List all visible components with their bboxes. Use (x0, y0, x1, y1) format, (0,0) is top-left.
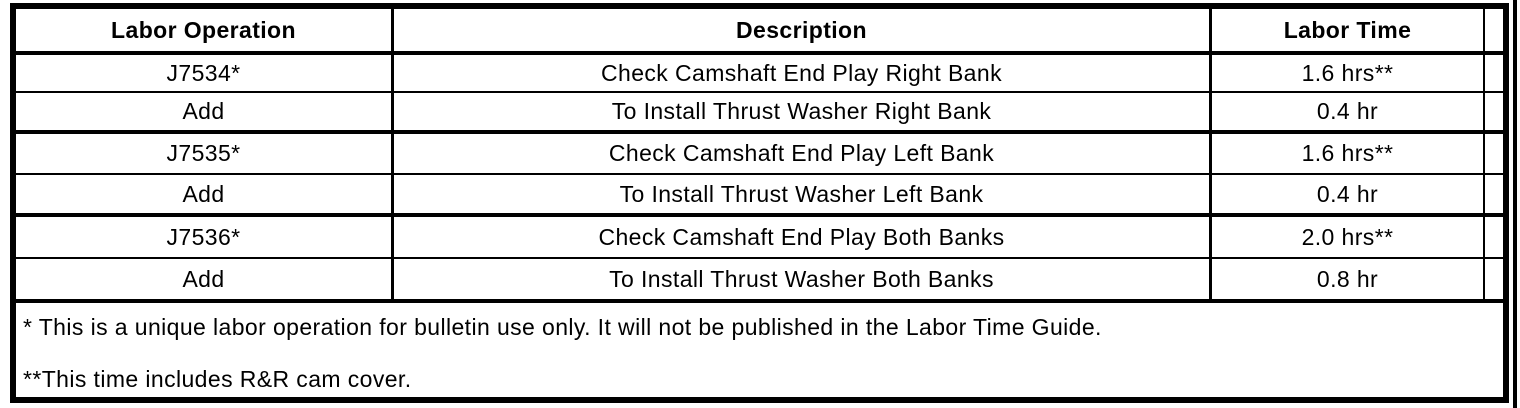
cell-labor-time: 1.6 hrs** (1212, 134, 1485, 173)
cell-spacer (1485, 175, 1503, 213)
cell-spacer (1485, 134, 1503, 173)
table-row: Add To Install Thrust Washer Right Bank … (16, 93, 1503, 134)
table-row: J7534* Check Camshaft End Play Right Ban… (16, 55, 1503, 93)
cell-description: Check Camshaft End Play Right Bank (394, 55, 1212, 91)
table-row: Add To Install Thrust Washer Left Bank 0… (16, 175, 1503, 217)
cell-description: Check Camshaft End Play Both Banks (394, 217, 1212, 257)
scan-edge-line (1513, 0, 1517, 408)
cell-labor-time: 0.4 hr (1212, 93, 1485, 130)
cell-description: To Install Thrust Washer Both Banks (394, 259, 1212, 299)
table-row: J7536* Check Camshaft End Play Both Bank… (16, 217, 1503, 259)
cell-spacer (1485, 55, 1503, 91)
table-header-row: Labor Operation Description Labor Time (16, 9, 1503, 55)
cell-labor-time: 1.6 hrs** (1212, 55, 1485, 91)
cell-labor-operation: Add (16, 175, 394, 213)
cell-labor-operation: J7535* (16, 134, 394, 173)
cell-spacer (1485, 93, 1503, 130)
cell-description: To Install Thrust Washer Left Bank (394, 175, 1212, 213)
cell-labor-operation: J7536* (16, 217, 394, 257)
labor-time-table: Labor Operation Description Labor Time J… (10, 3, 1509, 403)
cell-labor-operation: J7534* (16, 55, 394, 91)
table-row: J7535* Check Camshaft End Play Left Bank… (16, 134, 1503, 175)
column-header-description: Description (394, 9, 1212, 51)
cell-spacer (1485, 217, 1503, 257)
column-header-spacer (1485, 9, 1503, 51)
cell-labor-time: 0.4 hr (1212, 175, 1485, 213)
cell-labor-operation: Add (16, 93, 394, 130)
column-header-labor-time: Labor Time (1212, 9, 1485, 51)
footnote-unique-labor-operation: * This is a unique labor operation for b… (23, 314, 1102, 340)
cell-description: Check Camshaft End Play Left Bank (394, 134, 1212, 173)
column-header-labor-operation: Labor Operation (16, 9, 394, 51)
cell-labor-operation: Add (16, 259, 394, 299)
footnote-time-includes-rr-cam-cover: **This time includes R&R cam cover. (23, 366, 412, 392)
cell-description: To Install Thrust Washer Right Bank (394, 93, 1212, 130)
footnotes-area: * This is a unique labor operation for b… (16, 303, 1503, 397)
table-row: Add To Install Thrust Washer Both Banks … (16, 259, 1503, 303)
cell-labor-time: 0.8 hr (1212, 259, 1485, 299)
cell-labor-time: 2.0 hrs** (1212, 217, 1485, 257)
cell-spacer (1485, 259, 1503, 299)
